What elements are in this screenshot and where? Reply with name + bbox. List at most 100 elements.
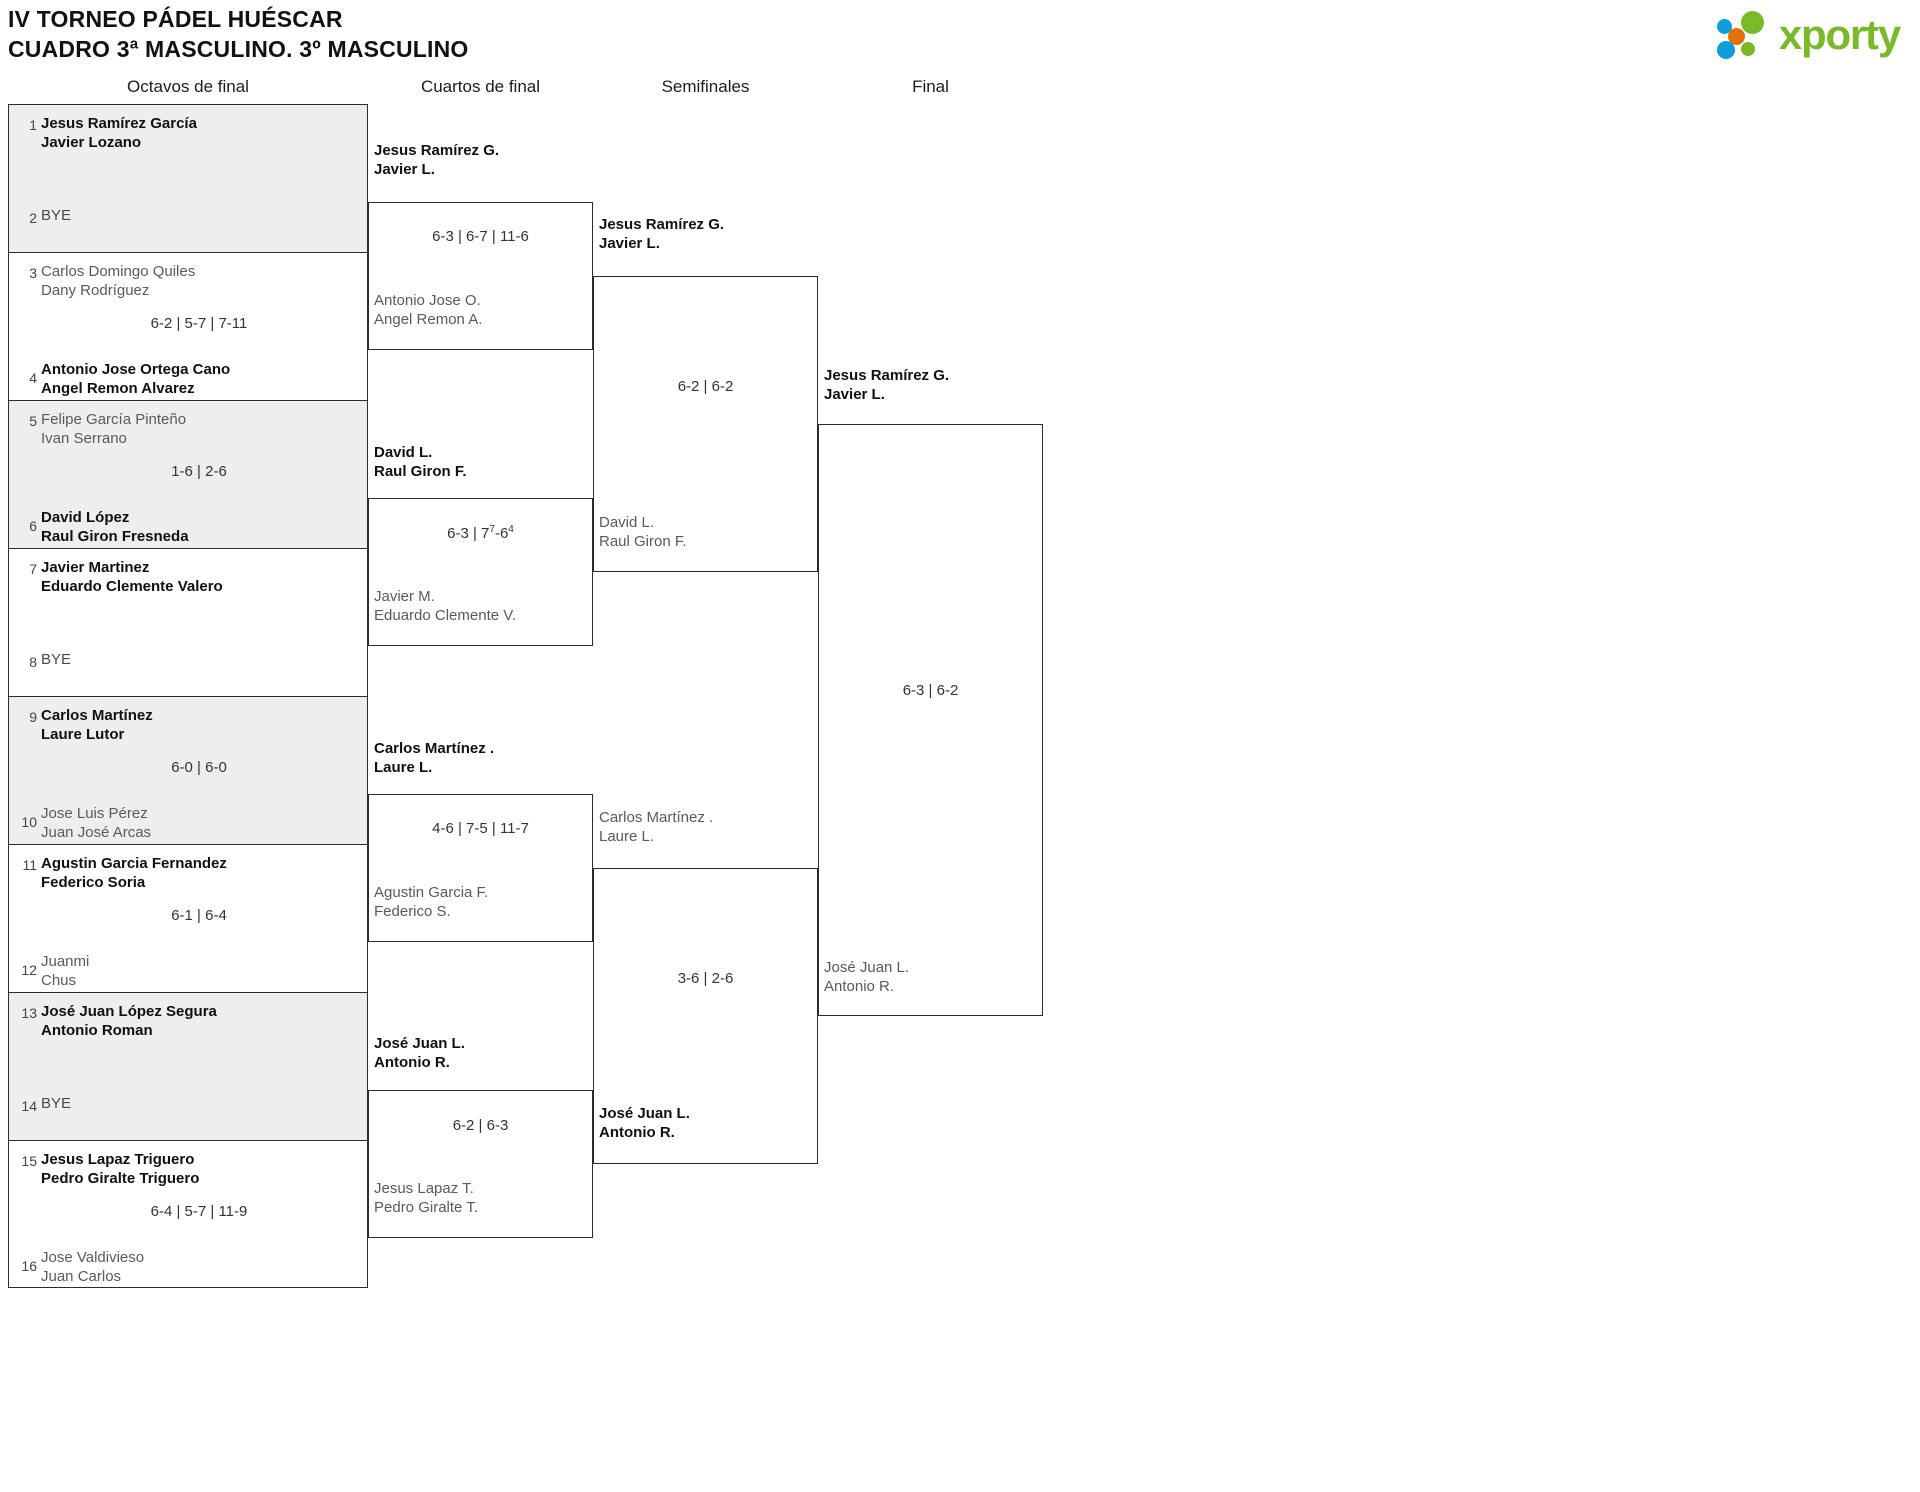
player-name: Juanmi [41, 953, 90, 970]
player-name: Antonio Jose O. [374, 292, 481, 309]
match-score: 6-0 | 6-0 [171, 759, 227, 776]
player-name: Angel Remon A. [374, 310, 483, 328]
player-name: Raul Giron Fresneda [41, 527, 189, 545]
player-name: Jesus Ramírez G. [824, 367, 950, 384]
r2-match-score: 6-3 | 6-7 | 11-6 [432, 228, 529, 245]
r1-match[interactable]: 9 Carlos Martínez Laure Lutor 10 Jose Lu… [8, 696, 368, 844]
tournament-title-line2: CUADRO 3ª MASCULINO. 3º MASCULINO [8, 36, 469, 62]
team-top: José Juan López Segura Antonio Roman [41, 1003, 361, 1040]
player-name: Carlos Martínez [41, 707, 153, 724]
player-name: BYE [41, 1095, 72, 1112]
player-name: Jesus Ramírez García [41, 115, 197, 132]
seed-number: 3 [29, 265, 37, 281]
seed-number: 2 [29, 210, 37, 226]
team-bottom: BYE [41, 1095, 361, 1114]
match-score: 6-1 | 6-4 [171, 907, 227, 924]
player-name: Chus [41, 971, 77, 989]
r2-match-score: 6-2 | 6-3 [452, 1117, 509, 1134]
r2-team-bottom: Jesus Lapaz T. Pedro Giralte T. [374, 1180, 478, 1217]
r1-match[interactable]: 11 Agustin Garcia Fernandez Federico Sor… [8, 844, 368, 992]
r2-team-top: Jesus Ramírez G. Javier L. [374, 142, 499, 179]
round-heading-semifinales: Semifinales [661, 77, 750, 96]
team-top: Carlos Domingo Quiles Dany Rodríguez [41, 263, 361, 300]
player-name: Jose Valdivieso [41, 1249, 145, 1266]
match-score: 6-4 | 5-7 | 11-9 [150, 1203, 248, 1220]
r3-match-score: 3-6 | 2-6 [677, 970, 734, 987]
r4-team-top: Jesus Ramírez G. Javier L. [824, 367, 949, 404]
player-name: Pedro Giralte Triguero [41, 1169, 200, 1187]
r1-match[interactable]: 1 Jesus Ramírez García Javier Lozano 2 B… [8, 104, 368, 252]
player-name: Federico S. [374, 902, 451, 920]
player-name: BYE [41, 651, 72, 668]
round-octavos-column: 1 Jesus Ramírez García Javier Lozano 2 B… [8, 104, 368, 1288]
r2-team-bottom: Agustin Garcia F. Federico S. [374, 884, 488, 921]
player-name: Pedro Giralte T. [374, 1198, 478, 1216]
r2-team-top: David L. Raul Giron F. [374, 444, 467, 481]
player-name: Ivan Serrano [41, 429, 127, 447]
r2-team-top: Carlos Martínez . Laure L. [374, 740, 494, 777]
player-name: Juan José Arcas [41, 823, 152, 841]
player-name: José Juan L. [599, 1105, 690, 1122]
player-name: Agustin Garcia Fernandez [41, 855, 227, 872]
team-bottom: Jose Valdivieso Juan Carlos [41, 1249, 361, 1286]
seed-number: 5 [29, 413, 37, 429]
seed-number: 6 [29, 518, 37, 534]
player-name: Javier M. [374, 588, 435, 605]
player-name: Raul Giron F. [599, 532, 687, 550]
player-name: Jesus Ramírez G. [599, 216, 725, 233]
player-name: José Juan L. [374, 1035, 465, 1052]
seed-number: 12 [21, 962, 37, 978]
player-name: Antonio R. [824, 977, 895, 995]
player-name: Javier Martinez [41, 559, 150, 576]
r1-match[interactable]: 15 Jesus Lapaz Triguero Pedro Giralte Tr… [8, 1140, 368, 1288]
r2-bracket-box [368, 498, 593, 646]
r1-match[interactable]: 3 Carlos Domingo Quiles Dany Rodríguez 4… [8, 252, 368, 400]
team-bottom: Jose Luis Pérez Juan José Arcas [41, 805, 361, 842]
player-name: Javier L. [599, 234, 660, 252]
player-name: Eduardo Clemente Valero [41, 577, 223, 595]
player-name: Federico Soria [41, 873, 146, 891]
player-name: Laure Lutor [41, 725, 125, 743]
r2-bracket-box [368, 1090, 593, 1238]
r1-match[interactable]: 5 Felipe García Pinteño Ivan Serrano 6 D… [8, 400, 368, 548]
r2-bracket-box [368, 202, 593, 350]
r4-team-bottom: José Juan L. Antonio R. [824, 959, 909, 996]
seed-number: 10 [21, 814, 37, 830]
player-name: José Juan L. [824, 959, 910, 976]
round-heading-octavos: Octavos de final [127, 77, 249, 96]
player-name: Eduardo Clemente V. [374, 606, 517, 624]
player-name: Jose Luis Pérez [41, 805, 148, 822]
tournament-title-line1: IV TORNEO PÁDEL HUÉSCAR [8, 6, 343, 32]
player-name: Dany Rodríguez [41, 281, 150, 299]
page-title: IV TORNEO PÁDEL HUÉSCAR CUADRO 3ª MASCUL… [8, 4, 469, 64]
r3-bracket-box [593, 868, 818, 1164]
r4-match-score: 6-3 | 6-2 [902, 682, 959, 699]
team-top: Jesus Lapaz Triguero Pedro Giralte Trigu… [41, 1151, 361, 1188]
team-top: Javier Martinez Eduardo Clemente Valero [41, 559, 361, 596]
r2-match-score: 6-3 | 77-64 [447, 524, 514, 543]
round-heading-final: Final [912, 77, 949, 96]
r3-team-top: Carlos Martínez . Laure L. [599, 809, 713, 846]
r3-bracket-box [593, 276, 818, 572]
player-name: Javier L. [824, 385, 885, 403]
match-score: 1-6 | 2-6 [171, 463, 227, 480]
seed-number: 7 [29, 561, 37, 577]
player-name: Javier L. [374, 160, 435, 178]
r1-match[interactable]: 7 Javier Martinez Eduardo Clemente Valer… [8, 548, 368, 696]
player-name: Raul Giron F. [374, 462, 467, 480]
seed-number: 15 [21, 1153, 37, 1169]
r3-team-bottom: José Juan L. Antonio R. [599, 1105, 690, 1142]
player-name: BYE [41, 207, 72, 224]
r2-bracket-box [368, 794, 593, 942]
xporty-wordmark: xporty [1778, 11, 1901, 58]
r1-match[interactable]: 13 José Juan López Segura Antonio Roman … [8, 992, 368, 1140]
r2-team-top: José Juan L. Antonio R. [374, 1035, 465, 1072]
xporty-dots-icon [1716, 11, 1773, 59]
seed-number: 14 [21, 1098, 37, 1114]
player-name: Juan Carlos [41, 1267, 122, 1285]
team-top: Carlos Martínez Laure Lutor [41, 707, 361, 744]
team-bottom: David López Raul Giron Fresneda [41, 509, 361, 546]
player-name: Jesus Ramírez G. [374, 142, 500, 159]
r2-team-bottom: Javier M. Eduardo Clemente V. [374, 588, 516, 625]
match-score: 6-2 | 5-7 | 7-11 [150, 315, 248, 332]
